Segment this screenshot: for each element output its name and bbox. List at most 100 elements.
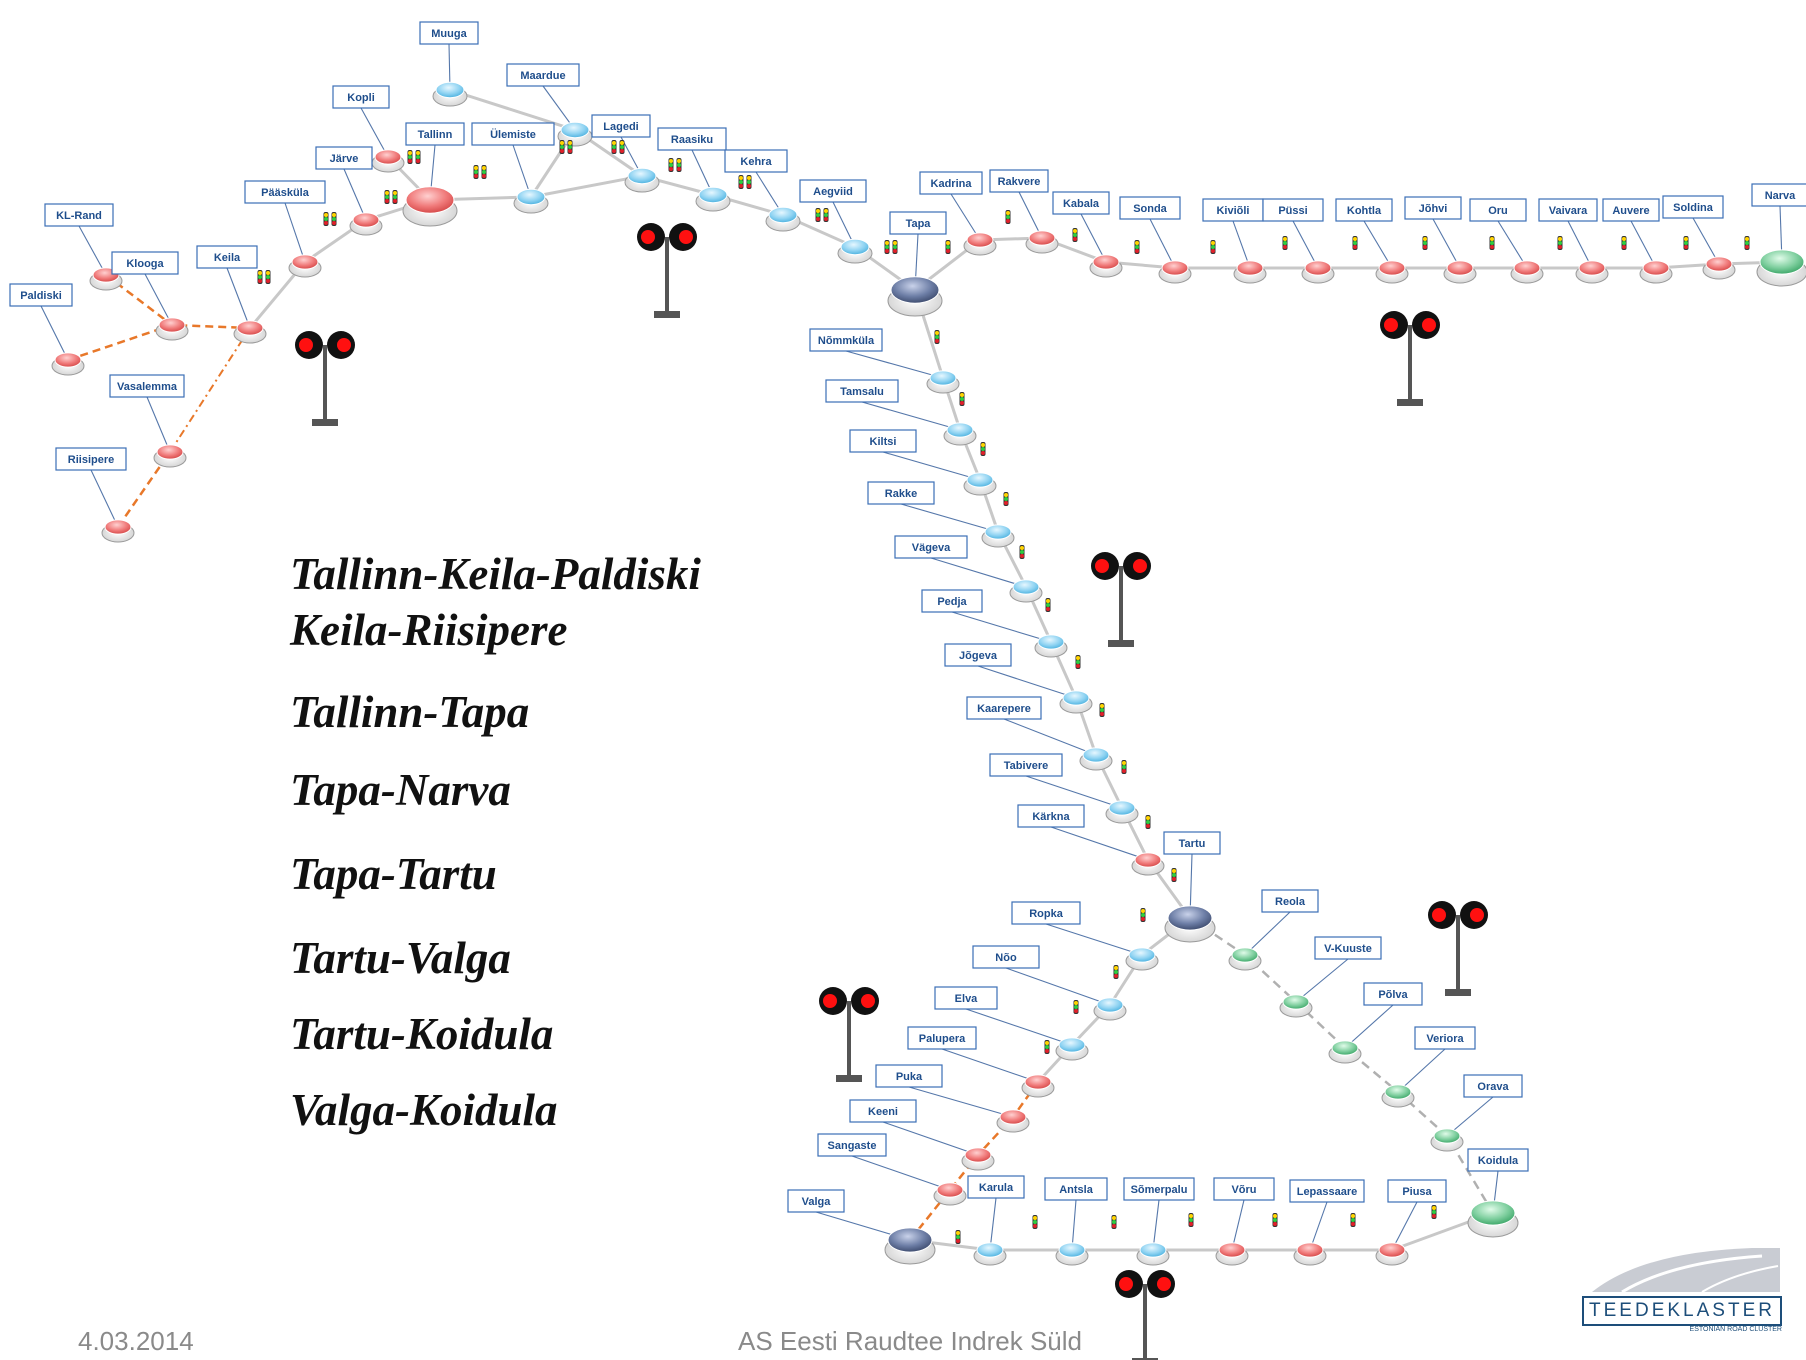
label-kiltsi: Kiltsi [849,429,917,453]
station-name: Keeni [868,1106,898,1118]
station-name: Pääsküla [261,187,310,199]
station-name: Sonda [1133,203,1167,215]
station-name: Raasiku [671,134,713,146]
leader-line [965,1008,1073,1046]
label-lagedi: Lagedi [591,114,651,138]
station-kopli [371,149,405,173]
leader-line [845,350,944,379]
leader-line [951,611,1052,643]
leader-line [1397,1048,1446,1093]
label-karkna: Kärkna [1017,804,1085,828]
station-name: Nõmmküla [818,335,875,347]
label-paldiski: Paldiski [9,283,73,307]
station-name: Ülemiste [490,128,536,141]
station-kiltsi [963,472,997,496]
label-aegviid: Aegviid [799,179,867,203]
semaphore-signal-icon [1091,552,1151,647]
leader-line [900,503,999,533]
station-muuga [432,81,468,107]
station-name: Paldiski [20,290,62,302]
label-kivioli: Kiviõli [1202,198,1264,222]
label-kabala: Kabala [1052,191,1110,215]
logo-subtitle: ESTONIAN ROAD CLUSTER [1689,1326,1782,1333]
station-name: Kiltsi [870,436,897,448]
station-kivioli [1233,260,1267,284]
station-name: Tabivere [1004,760,1048,772]
station-lepassaare [1293,1242,1327,1266]
traffic-light-icon [1075,655,1081,669]
leader-line [1152,1199,1160,1251]
leader-line [1630,220,1657,269]
leader-line [1003,718,1097,756]
station-name: Lepassaare [1297,1186,1358,1198]
traffic-light-icon [1003,492,1009,506]
station-rakvere [1025,230,1059,254]
leader-line [226,267,251,329]
station-name: Vägeva [912,542,951,554]
station-name: Reola [1275,896,1306,908]
semaphore-signal-icon [1380,311,1440,406]
traffic-light-icon [1188,1213,1194,1227]
label-vasalemma: Vasalemma [109,374,185,398]
traffic-light-icon [1005,210,1011,224]
leader-line [950,193,981,241]
label-vageva: Vägeva [894,535,968,559]
label-kadrina: Kadrina [919,171,983,195]
label-soldina: Soldina [1662,195,1724,219]
label-palupera: Palupera [907,1026,977,1050]
station-karula [973,1242,1007,1266]
station-name: Nõo [995,952,1017,964]
station-name: Soldina [1673,202,1714,214]
traffic-light-icon [1072,228,1078,242]
semaphore-signal-icon [819,987,879,1082]
label-noo: Nõo [972,945,1040,969]
label-kaarepere: Kaarepere [966,696,1042,720]
traffic-light-icon [473,165,487,179]
traffic-light-icon [1282,236,1288,250]
station-name: Veriora [1426,1033,1464,1045]
footer-date: 4.03.2014 [78,1326,194,1356]
route-label: Keila-Riisipere [290,605,568,655]
traffic-light-icon [945,240,951,254]
leader-line [1432,218,1461,269]
traffic-light-icon [1099,703,1105,717]
leader-line [1018,191,1043,239]
traffic-light-icon [1032,1215,1038,1229]
label-tallinn: Tallinn [405,122,465,146]
station-tabivere [1105,800,1139,824]
leader-line [1692,217,1720,265]
traffic-light-icon [1272,1213,1278,1227]
label-polva: Põlva [1363,982,1423,1006]
station-name: Sõmerpalu [1131,1184,1188,1196]
label-kl-rand: KL-Rand [44,203,114,227]
station-name: Orava [1477,1081,1509,1093]
station-name: Palupera [919,1033,966,1045]
station-voru [1215,1242,1249,1266]
label-v-kuuste: V-Kuuste [1314,936,1382,960]
label-orava: Orava [1463,1074,1523,1098]
station-orava [1430,1128,1464,1152]
label-karula: Karula [967,1175,1025,1199]
station-name: Kehra [740,156,772,168]
station-vaivara [1575,260,1609,284]
label-riisipere: Riisipere [55,447,127,471]
station-name: Põlva [1378,989,1408,1001]
station-v-kuuste [1279,994,1313,1018]
route-label: Tapa-Tartu [290,849,497,899]
traffic-light-icon [407,150,421,164]
label-muuga: Muuga [419,21,479,45]
station-raasiku [695,186,731,212]
traffic-light-icon [1044,1040,1050,1054]
leader-line [1309,1201,1328,1251]
label-vaivara: Vaivara [1538,198,1598,222]
traffic-light-icon [1744,236,1750,250]
label-tamsalu: Tamsalu [825,379,899,403]
label-reola: Reola [1261,889,1319,913]
station-paldiski [51,352,85,376]
station-aegviid [837,238,873,264]
station-tartu [1164,905,1216,943]
label-antsla: Antsla [1044,1177,1108,1201]
traffic-light-icon [1111,1215,1117,1229]
station-tamsalu [943,422,977,446]
